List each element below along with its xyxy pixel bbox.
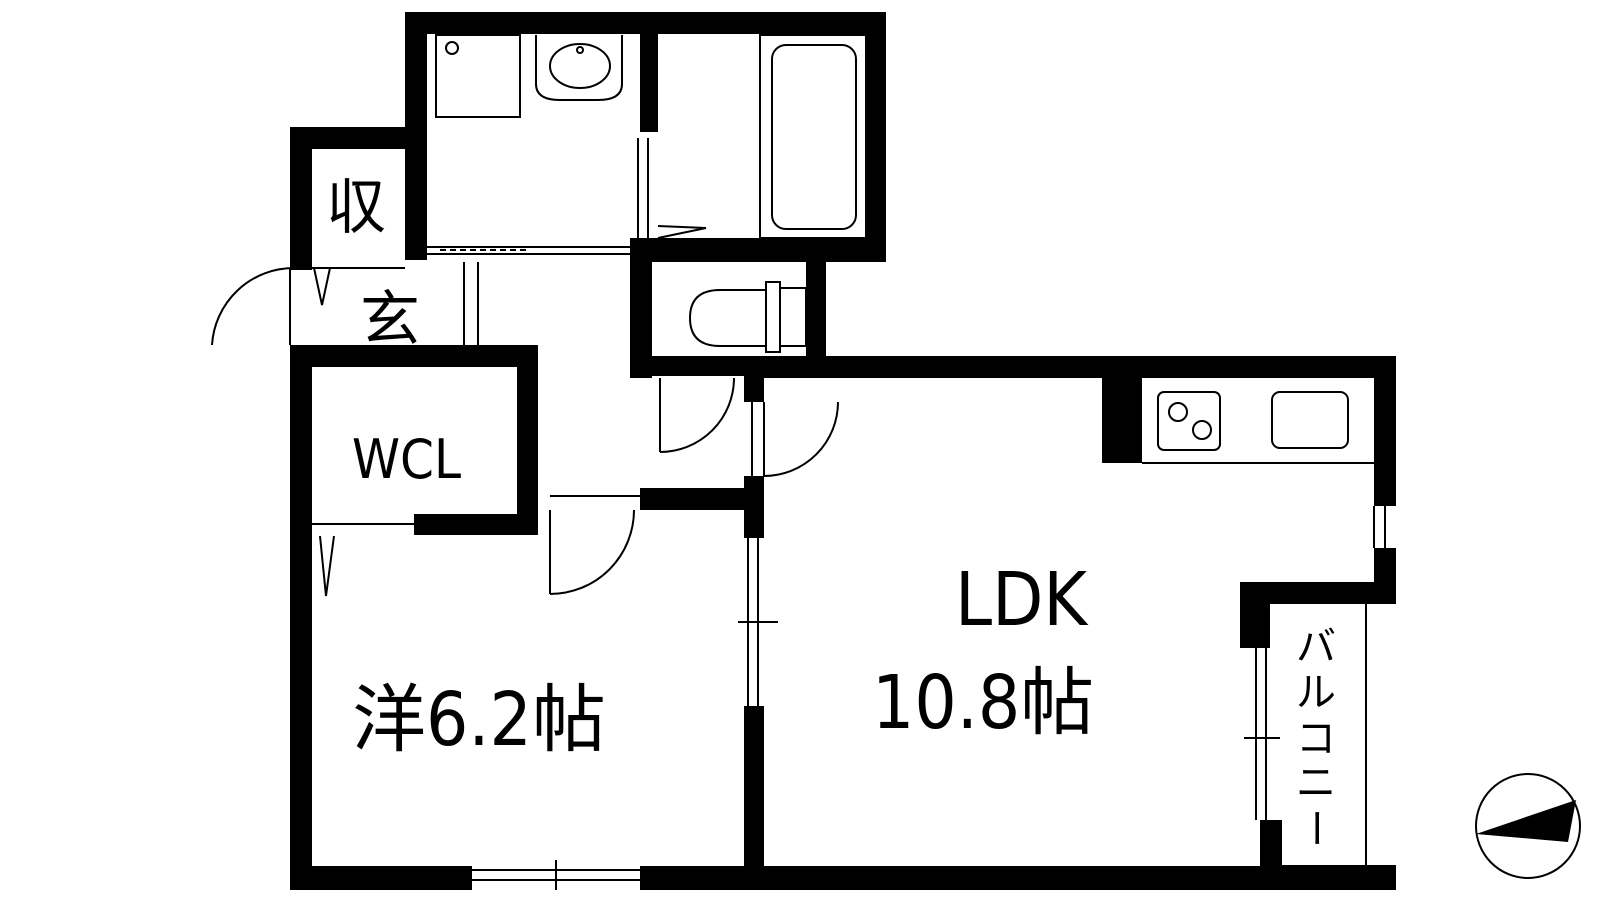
washbasin-icon [535, 35, 623, 101]
storage-label: 収 [326, 173, 386, 243]
western-room-label: 洋6.2帖 [352, 677, 606, 763]
stove-icon [1157, 391, 1221, 451]
washing-machine-pan [435, 34, 521, 118]
balcony-char: ニ [1296, 760, 1336, 806]
bathtub-icon [759, 34, 867, 239]
walls [290, 12, 1396, 890]
toilet-icon [688, 281, 807, 353]
balcony-char: ー [1292, 808, 1338, 848]
balcony-char: バ [1296, 624, 1336, 670]
compass-icon [1475, 773, 1581, 879]
balcony-label: バ ル コ ニ ー [1292, 624, 1338, 848]
balcony-char: ル [1296, 670, 1336, 716]
ldk-size-label: 10.8帖 [872, 660, 1094, 746]
fixtures [211, 34, 1396, 890]
wcl-label: WCL [352, 428, 461, 491]
ldk-name-label: LDK [955, 557, 1089, 643]
sink-icon [1271, 391, 1349, 449]
balcony-char: コ [1296, 716, 1336, 762]
entrance-label: 玄 [360, 285, 420, 355]
